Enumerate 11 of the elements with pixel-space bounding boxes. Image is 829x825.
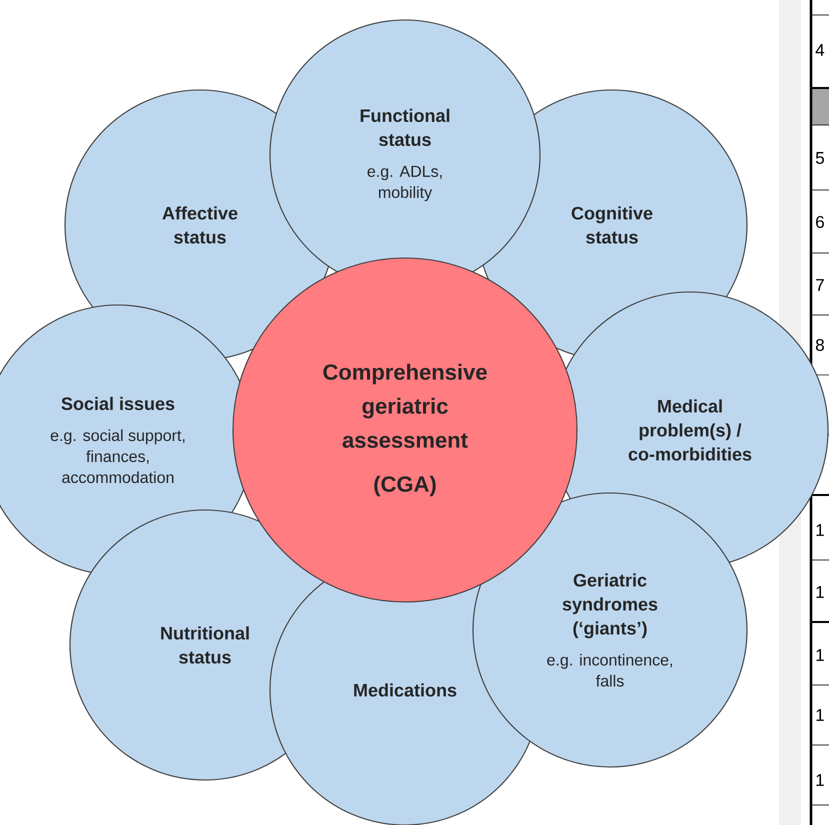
row-number: 5 — [816, 152, 824, 164]
node-label: Medications — [354, 683, 456, 697]
row-number: 4 — [816, 44, 824, 56]
row-number: 1 — [816, 709, 824, 721]
row-number: 1 — [816, 649, 824, 661]
row-number: 8 — [816, 338, 824, 352]
row-number: 6 — [816, 216, 824, 228]
node-label: Medical problem(s) / co-morbidities — [628, 399, 752, 461]
row-number: 1 — [816, 586, 824, 598]
row-number: 1 — [816, 524, 824, 536]
row-number: 1 — [816, 774, 824, 786]
